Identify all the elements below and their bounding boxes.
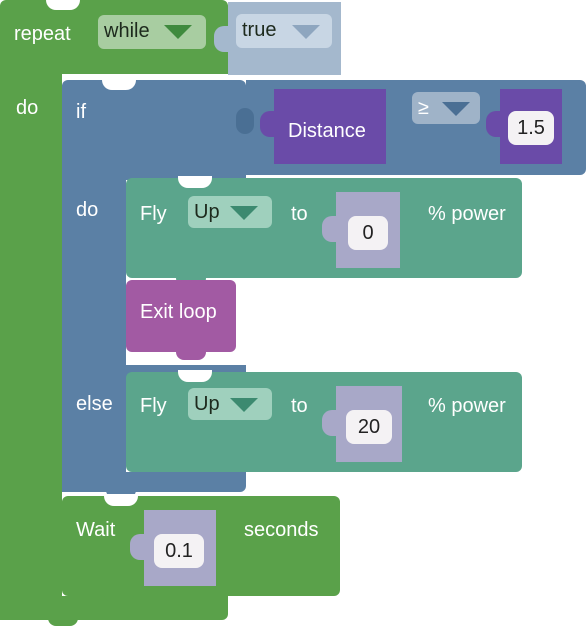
true-boolean-block[interactable]: true — [214, 2, 341, 75]
repeat-spine — [0, 60, 62, 620]
operator-value: ≥ — [418, 97, 429, 119]
fly-label: Fly — [140, 395, 167, 417]
connector-tab — [322, 216, 340, 242]
if-spine — [62, 170, 126, 492]
true-value: true — [242, 19, 277, 41]
repeat-while-block[interactable]: repeat while do — [0, 0, 228, 626]
wait-label: Wait — [76, 519, 116, 541]
if-header — [62, 80, 246, 180]
fly-power-input[interactable]: 0 — [348, 216, 388, 250]
repeat-mode-dropdown[interactable]: while — [98, 15, 206, 49]
repeat-label: repeat — [14, 23, 71, 45]
wait-unit-label: seconds — [244, 519, 319, 541]
repeat-mode-value: while — [104, 20, 150, 42]
distance-label: Distance — [288, 120, 366, 142]
fly-label: Fly — [140, 203, 167, 225]
if-do-label: do — [76, 199, 99, 221]
fly-power-slot: 0 — [322, 192, 400, 268]
distance-value-slot: 1.5 — [486, 89, 562, 164]
if-top-notch — [102, 78, 136, 90]
fly-to-label: to — [291, 203, 308, 225]
connector-tab — [214, 26, 232, 52]
fly-block-then[interactable]: Fly Up to 0 % power — [126, 176, 522, 286]
distance-sensor-block[interactable]: Distance — [260, 89, 386, 164]
repeat-bottom-tab — [48, 614, 78, 626]
fly-unit-label: % power — [428, 203, 506, 225]
connector-tab — [130, 534, 148, 560]
chevron-down-icon — [292, 25, 320, 39]
repeat-top-notch — [46, 0, 80, 10]
fly-power-slot: 20 — [322, 386, 402, 462]
connector-tab — [322, 410, 340, 436]
wait-top-notch — [104, 494, 138, 506]
wait-value-input[interactable]: 0.1 — [154, 534, 204, 568]
fly-power-input[interactable]: 20 — [346, 410, 392, 444]
chevron-down-icon — [230, 398, 258, 412]
exit-loop-block[interactable]: Exit loop — [126, 280, 236, 360]
fly-unit-label: % power — [428, 395, 506, 417]
distance-value-input[interactable]: 1.5 — [508, 111, 554, 145]
chevron-down-icon — [442, 102, 470, 116]
chevron-down-icon — [164, 25, 192, 39]
repeat-do-label: do — [16, 97, 39, 119]
connector-tab — [260, 111, 278, 137]
wait-bottom-tab — [104, 592, 134, 602]
exit-loop-bottom-tab — [176, 348, 206, 360]
fly-to-label: to — [291, 395, 308, 417]
fly-top-notch — [178, 370, 212, 382]
if-footer — [62, 472, 246, 492]
fly-top-notch — [178, 176, 212, 188]
if-else-block[interactable]: if do else — [62, 78, 586, 498]
fly-direction-value: Up — [194, 201, 220, 223]
compare-block[interactable]: Distance ≥ 1.5 — [236, 80, 586, 175]
chevron-down-icon — [230, 206, 258, 220]
connector-tab — [486, 111, 504, 137]
fly-block-else[interactable]: Fly Up to 20 % power — [126, 370, 522, 472]
exit-loop-label: Exit loop — [140, 301, 217, 323]
if-label: if — [76, 101, 86, 123]
wait-block[interactable]: Wait 0.1 seconds — [62, 494, 340, 602]
else-label: else — [76, 393, 113, 415]
fly-direction-value: Up — [194, 393, 220, 415]
compare-socket — [236, 108, 254, 134]
wait-value-slot: 0.1 — [130, 510, 216, 586]
